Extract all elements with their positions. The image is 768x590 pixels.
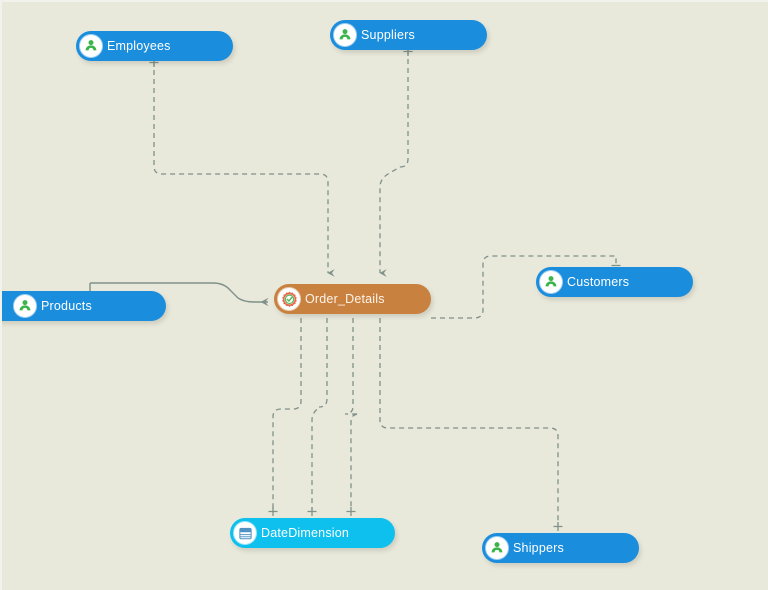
user-table-icon: [14, 295, 36, 317]
node-label: Products: [41, 299, 92, 313]
certified-check-icon: [278, 288, 300, 310]
user-table-icon: [80, 35, 102, 57]
edge-order_details-to-datedimension-2: [307, 318, 328, 516]
node-customers[interactable]: Customers: [536, 267, 693, 297]
edge-order_details-to-datedimension-1: [268, 318, 302, 516]
user-table-icon: [486, 537, 508, 559]
node-products[interactable]: Products: [2, 291, 166, 321]
node-label: Employees: [107, 39, 171, 53]
node-shippers[interactable]: Shippers: [482, 533, 639, 563]
node-label: Suppliers: [361, 28, 415, 42]
user-table-icon: [540, 271, 562, 293]
node-label: DateDimension: [261, 526, 350, 540]
node-label: Order_Details: [305, 292, 385, 306]
edge-order_details-to-shippers: [379, 318, 563, 531]
user-table-icon: [334, 24, 356, 46]
edge-employees-to-order_details: [149, 58, 335, 277]
node-label: Customers: [567, 275, 630, 289]
node-employees[interactable]: Employees: [76, 31, 233, 61]
node-label: Shippers: [513, 541, 564, 555]
node-datedimension[interactable]: DateDimension: [230, 518, 395, 548]
edge-suppliers-to-order_details: [379, 47, 413, 277]
edge-order_details-to-datedimension-3: [344, 318, 360, 516]
node-order-details[interactable]: Order_Details: [274, 284, 431, 314]
node-suppliers[interactable]: Suppliers: [330, 20, 487, 50]
calendar-table-icon: [234, 522, 256, 544]
